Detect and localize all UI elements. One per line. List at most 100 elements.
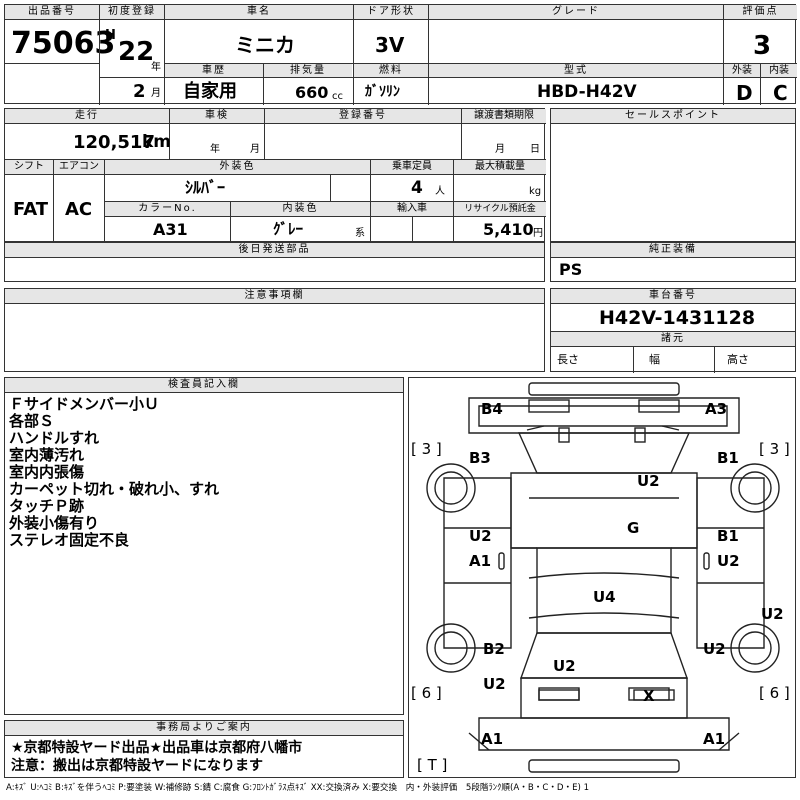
displacement-unit: cc [332,91,343,102]
dims-label: 諸元 [551,332,795,346]
mark-3-left: [ 3 ] [411,440,442,458]
caution-section: 注意事項欄 [4,288,545,372]
legend: A:ｷｽﾞ U:ﾍｺﾐ B:ｷｽﾞを伴うﾍｺﾐ P:要塗装 W:補修跡 S:錆 … [6,783,590,793]
reg-year: 22 [118,37,155,67]
mileage-value: 120,517 [73,132,155,153]
first-reg-label: 初度登録 [100,5,164,19]
note-line: 外装小傷有り [9,514,100,532]
mark-b1-front: B1 [717,449,739,467]
width-label: 幅 [649,353,660,366]
ext-grade: D [736,81,753,105]
mark-u4: U4 [593,588,616,606]
capacity-label: 乗車定員 [371,160,453,174]
color-no-label: カラーNo. [105,202,230,216]
note-line: ステレオ固定不良 [9,531,130,549]
mark-u2-far-right: U2 [761,605,784,623]
chassis-value: H42V-1431128 [599,307,756,329]
later-parts-section: 後日発送部品 [4,242,545,282]
note-line: Ｆサイドメンバー小Ｕ [9,395,160,413]
fuel-label: 燃料 [354,64,428,78]
int-label: 内装 [761,64,797,78]
later-parts-label: 後日発送部品 [5,243,544,257]
color-value: ｼﾙﾊﾞｰ [185,178,226,197]
reg-month: 2 [133,81,146,102]
score-label: 評価点 [724,5,797,19]
car-name: ミニカ [235,33,295,57]
regno-label: 登録番号 [265,109,461,123]
sales-points-section: セールスポイント [550,108,796,242]
ac-label: エアコン [54,160,104,174]
genuine-label: 純正装備 [551,243,795,257]
car-diagram: B4 A3 [ 3 ] [ 3 ] B3 U2 B1 G U2 B1 A1 U2… [408,377,796,778]
mark-a3: A3 [705,400,728,418]
mark-b2: B2 [483,640,505,658]
length-label: 長さ [557,353,579,366]
spec-section: 走行 車検 登録番号 譲渡書類期限 120,517 km 年 月 月 日 シフト… [4,108,546,243]
height-label: 高さ [727,353,749,366]
lot-label: 出品番号 [5,5,99,19]
inspection-label: 車検 [170,109,264,123]
era: H [105,28,116,43]
mark-a1-rear-right: A1 [703,730,726,748]
door-label: ドア形状 [354,5,428,19]
transfer-day-unit: 日 [530,144,540,155]
caution-label: 注意事項欄 [5,289,544,303]
door-type: 3V [375,33,405,57]
mark-u2-front: U2 [637,472,660,490]
int-grade: C [773,81,788,105]
shift-value: FAT [13,199,49,220]
mark-u2-rear-left: U2 [483,675,506,693]
mark-u2-right: U2 [717,552,740,570]
history-value: 自家用 [183,81,237,102]
inspector-section: 検査員記入欄 Ｆサイドメンバー小Ｕ 各部Ｓ ハンドルすれ 室内薄汚れ 室内内張傷… [4,377,404,715]
color-label: 外装色 [105,160,370,174]
office-line: 注意：搬出は京都特設ヤードになります [11,758,263,774]
transfer-label: 譲渡書類期限 [462,109,546,123]
mark-b3: B3 [469,449,491,467]
score-value: 3 [753,31,772,61]
car-name-label: 車名 [165,5,353,19]
insp-year-unit: 年 [210,144,220,155]
int-color-label: 内装色 [231,202,370,216]
transfer-month-unit: 月 [495,144,505,155]
displacement-value: 660 [295,83,329,102]
capacity-value: 4 [411,178,423,198]
mileage-label: 走行 [5,109,169,123]
note-line: 室内薄汚れ [9,446,85,464]
office-label: 事務局よりご案内 [5,721,403,735]
shift-label: シフト [5,160,53,174]
mark-g: G [627,519,640,537]
chassis-label: 車台番号 [551,289,795,303]
mark-b1-right: B1 [717,527,739,545]
office-section: 事務局よりご案内 ★京都特設ヤード出品★出品車は京都府八幡市 注意：搬出は京都特… [4,720,404,778]
displacement-label: 排気量 [264,64,352,78]
sales-points-label: セールスポイント [551,109,795,123]
recycle-unit: 円 [533,228,543,239]
mark-a1-rear-left: A1 [481,730,504,748]
model-value: HBD-H42V [537,82,637,102]
office-line: ★京都特設ヤード出品★出品車は京都府八幡市 [11,740,303,756]
mark-3-right: [ 3 ] [759,440,790,458]
note-line: ハンドルすれ [9,429,100,447]
capacity-unit: 人 [435,186,445,197]
genuine-value: PS [559,260,583,279]
lot-number: 75063 [11,26,116,61]
genuine-section: 純正装備 PS [550,242,796,282]
mark-6-right: [ 6 ] [759,684,790,702]
recycle-value: 5,410 [483,220,534,239]
inspector-label: 検査員記入欄 [5,378,403,392]
mark-t: [ T ] [417,756,448,774]
recycle-label: リサイクル預託金 [454,202,546,216]
year-unit: 年 [151,62,161,73]
int-color-value: ｸﾞﾚｰ [273,220,304,238]
note-line: 各部Ｓ [9,412,55,430]
int-color-suffix: 系 [355,228,365,239]
month-unit: 月 [151,88,161,99]
ext-label: 外装 [724,64,760,78]
mark-a1-left: A1 [469,552,492,570]
top-section: 出品番号 75063 初度登録 H 22 年 2 月 車名 ミニカ ドア形状 3… [4,4,797,105]
load-unit: kg [529,186,542,197]
ac-value: AC [65,199,93,220]
mark-u2-left: U2 [469,527,492,545]
note-line: カーペット切れ・破れ小、すれ [9,480,220,498]
